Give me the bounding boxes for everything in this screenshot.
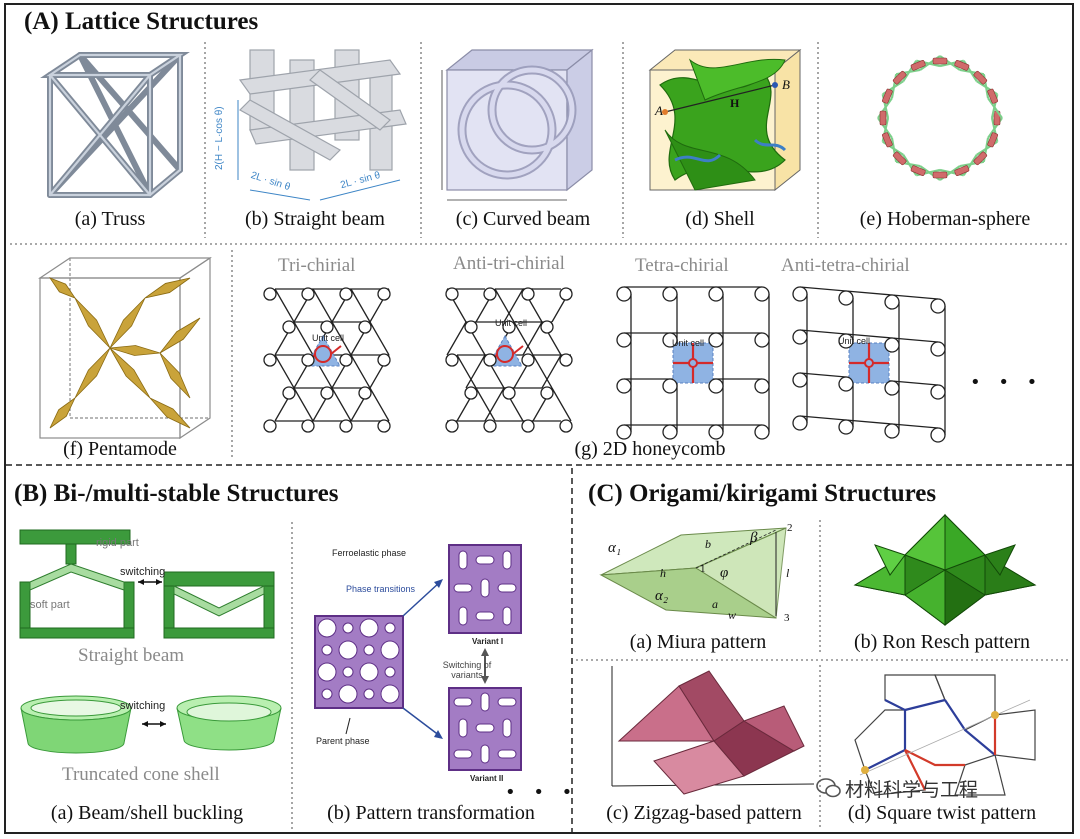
straight-beam-diagram (237, 49, 407, 201)
label-truncated-cone: Truncated cone shell (62, 764, 220, 785)
caption-ron-resch: (b) Ron Resch pattern (853, 631, 1031, 653)
watermark-text: 材料科学与工程 (845, 779, 979, 801)
shell-diagram (648, 48, 802, 192)
miura-b: b (705, 537, 711, 551)
unit-cell-label-tri: Unit cell (312, 333, 345, 343)
ron-resch-diagram (853, 513, 1037, 626)
truss-diagram (40, 52, 190, 198)
label-tri-chiral: Tri-chirial (278, 255, 356, 276)
miura-pattern-diagram (599, 527, 787, 619)
miura-node-1: 1 (700, 563, 706, 575)
label-phase-transitions: Phase transitions (346, 584, 416, 594)
curved-beam-diagram (441, 48, 594, 201)
label-ferroelastic-phase: Ferroelastic phase (332, 548, 407, 558)
section-title-lattice: (A) Lattice Structures (24, 8, 259, 35)
zigzag-diagram (611, 666, 815, 795)
miura-node-3: 3 (784, 612, 790, 624)
label-parent-phase: Parent phase (316, 736, 370, 746)
caption-straight-beam: (b) Straight beam (245, 208, 385, 230)
caption-hoberman: (e) Hoberman-sphere (859, 208, 1031, 230)
shell-label-a: A (655, 103, 663, 118)
label-straight-beam-bistable: Straight beam (78, 645, 185, 666)
hoberman-sphere-diagram (877, 55, 1003, 181)
bistable-beam-diagram (19, 529, 275, 639)
section-title-bistable: (B) Bi-/multi-stable Structures (14, 480, 339, 507)
miura-w: w (728, 608, 737, 622)
unit-cell-label-tetra: Unit cell (672, 338, 705, 348)
label-anti-tri-chiral: Anti-tri-chirial (453, 253, 565, 274)
label-anti-tetra-chiral: Anti-tetra-chirial (781, 255, 910, 276)
caption-miura: (a) Miura pattern (629, 631, 767, 653)
caption-curved-beam: (c) Curved beam (455, 208, 591, 230)
tetra-chiral-lattice (616, 286, 770, 440)
shell-label-b: B (782, 77, 790, 92)
caption-zigzag: (c) Zigzag-based pattern (606, 802, 802, 824)
miura-h: h (660, 566, 666, 580)
caption-beam-shell-buckling: (a) Beam/shell buckling (50, 802, 244, 824)
label-switching-beam: switching (120, 566, 166, 578)
label-variant-1: Variant I (472, 637, 504, 646)
miura-alpha2: α₂ (655, 588, 669, 604)
honeycomb-ellipsis: • • • (970, 372, 1044, 393)
pattern-ellipsis: • • • (505, 782, 579, 803)
label-switching-cone: switching (120, 700, 166, 712)
caption-pentamode: (f) Pentamode (63, 438, 177, 460)
section-title-origami: (C) Origami/kirigami Structures (588, 480, 937, 507)
miura-beta: β (750, 530, 758, 546)
square-twist-diagram (854, 674, 1036, 796)
pattern-transformation-diagram (314, 544, 522, 771)
label-switching-of-variants: Switching of variants (442, 660, 492, 680)
unit-cell-label-anti-tetra: Unit cell (838, 336, 871, 346)
miura-node-2: 2 (787, 522, 793, 534)
wechat-icon (816, 775, 842, 801)
miura-alpha1: α₁ (608, 540, 622, 556)
pentamode-diagram (38, 256, 212, 440)
label-rigid-part: rigid part (96, 537, 139, 549)
truncated-cone-diagram (20, 695, 282, 754)
shell-label-h: H (730, 96, 740, 110)
label-variant-2: Variant II (470, 774, 504, 783)
label-soft-part: soft part (30, 599, 70, 611)
anti-tetra-chiral-lattice (792, 286, 946, 443)
caption-square-twist: (d) Square twist pattern (847, 802, 1037, 824)
beam-dim-height: 2(H − L·cos θ) (214, 106, 225, 170)
anti-tri-chiral-lattice (445, 287, 573, 433)
caption-pattern-transformation: (b) Pattern transformation (327, 802, 535, 824)
label-tetra-chiral: Tetra-chirial (635, 255, 729, 276)
unit-cell-label-anti-tri: Unit cell (495, 318, 528, 328)
miura-phi: φ (720, 565, 729, 581)
caption-shell: (d) Shell (685, 208, 755, 230)
miura-a: a (712, 597, 718, 611)
tri-chiral-lattice (263, 287, 391, 433)
caption-truss: (a) Truss (74, 208, 146, 230)
caption-2d-honeycomb: (g) 2D honeycomb (574, 438, 726, 460)
miura-l: l (786, 566, 790, 580)
